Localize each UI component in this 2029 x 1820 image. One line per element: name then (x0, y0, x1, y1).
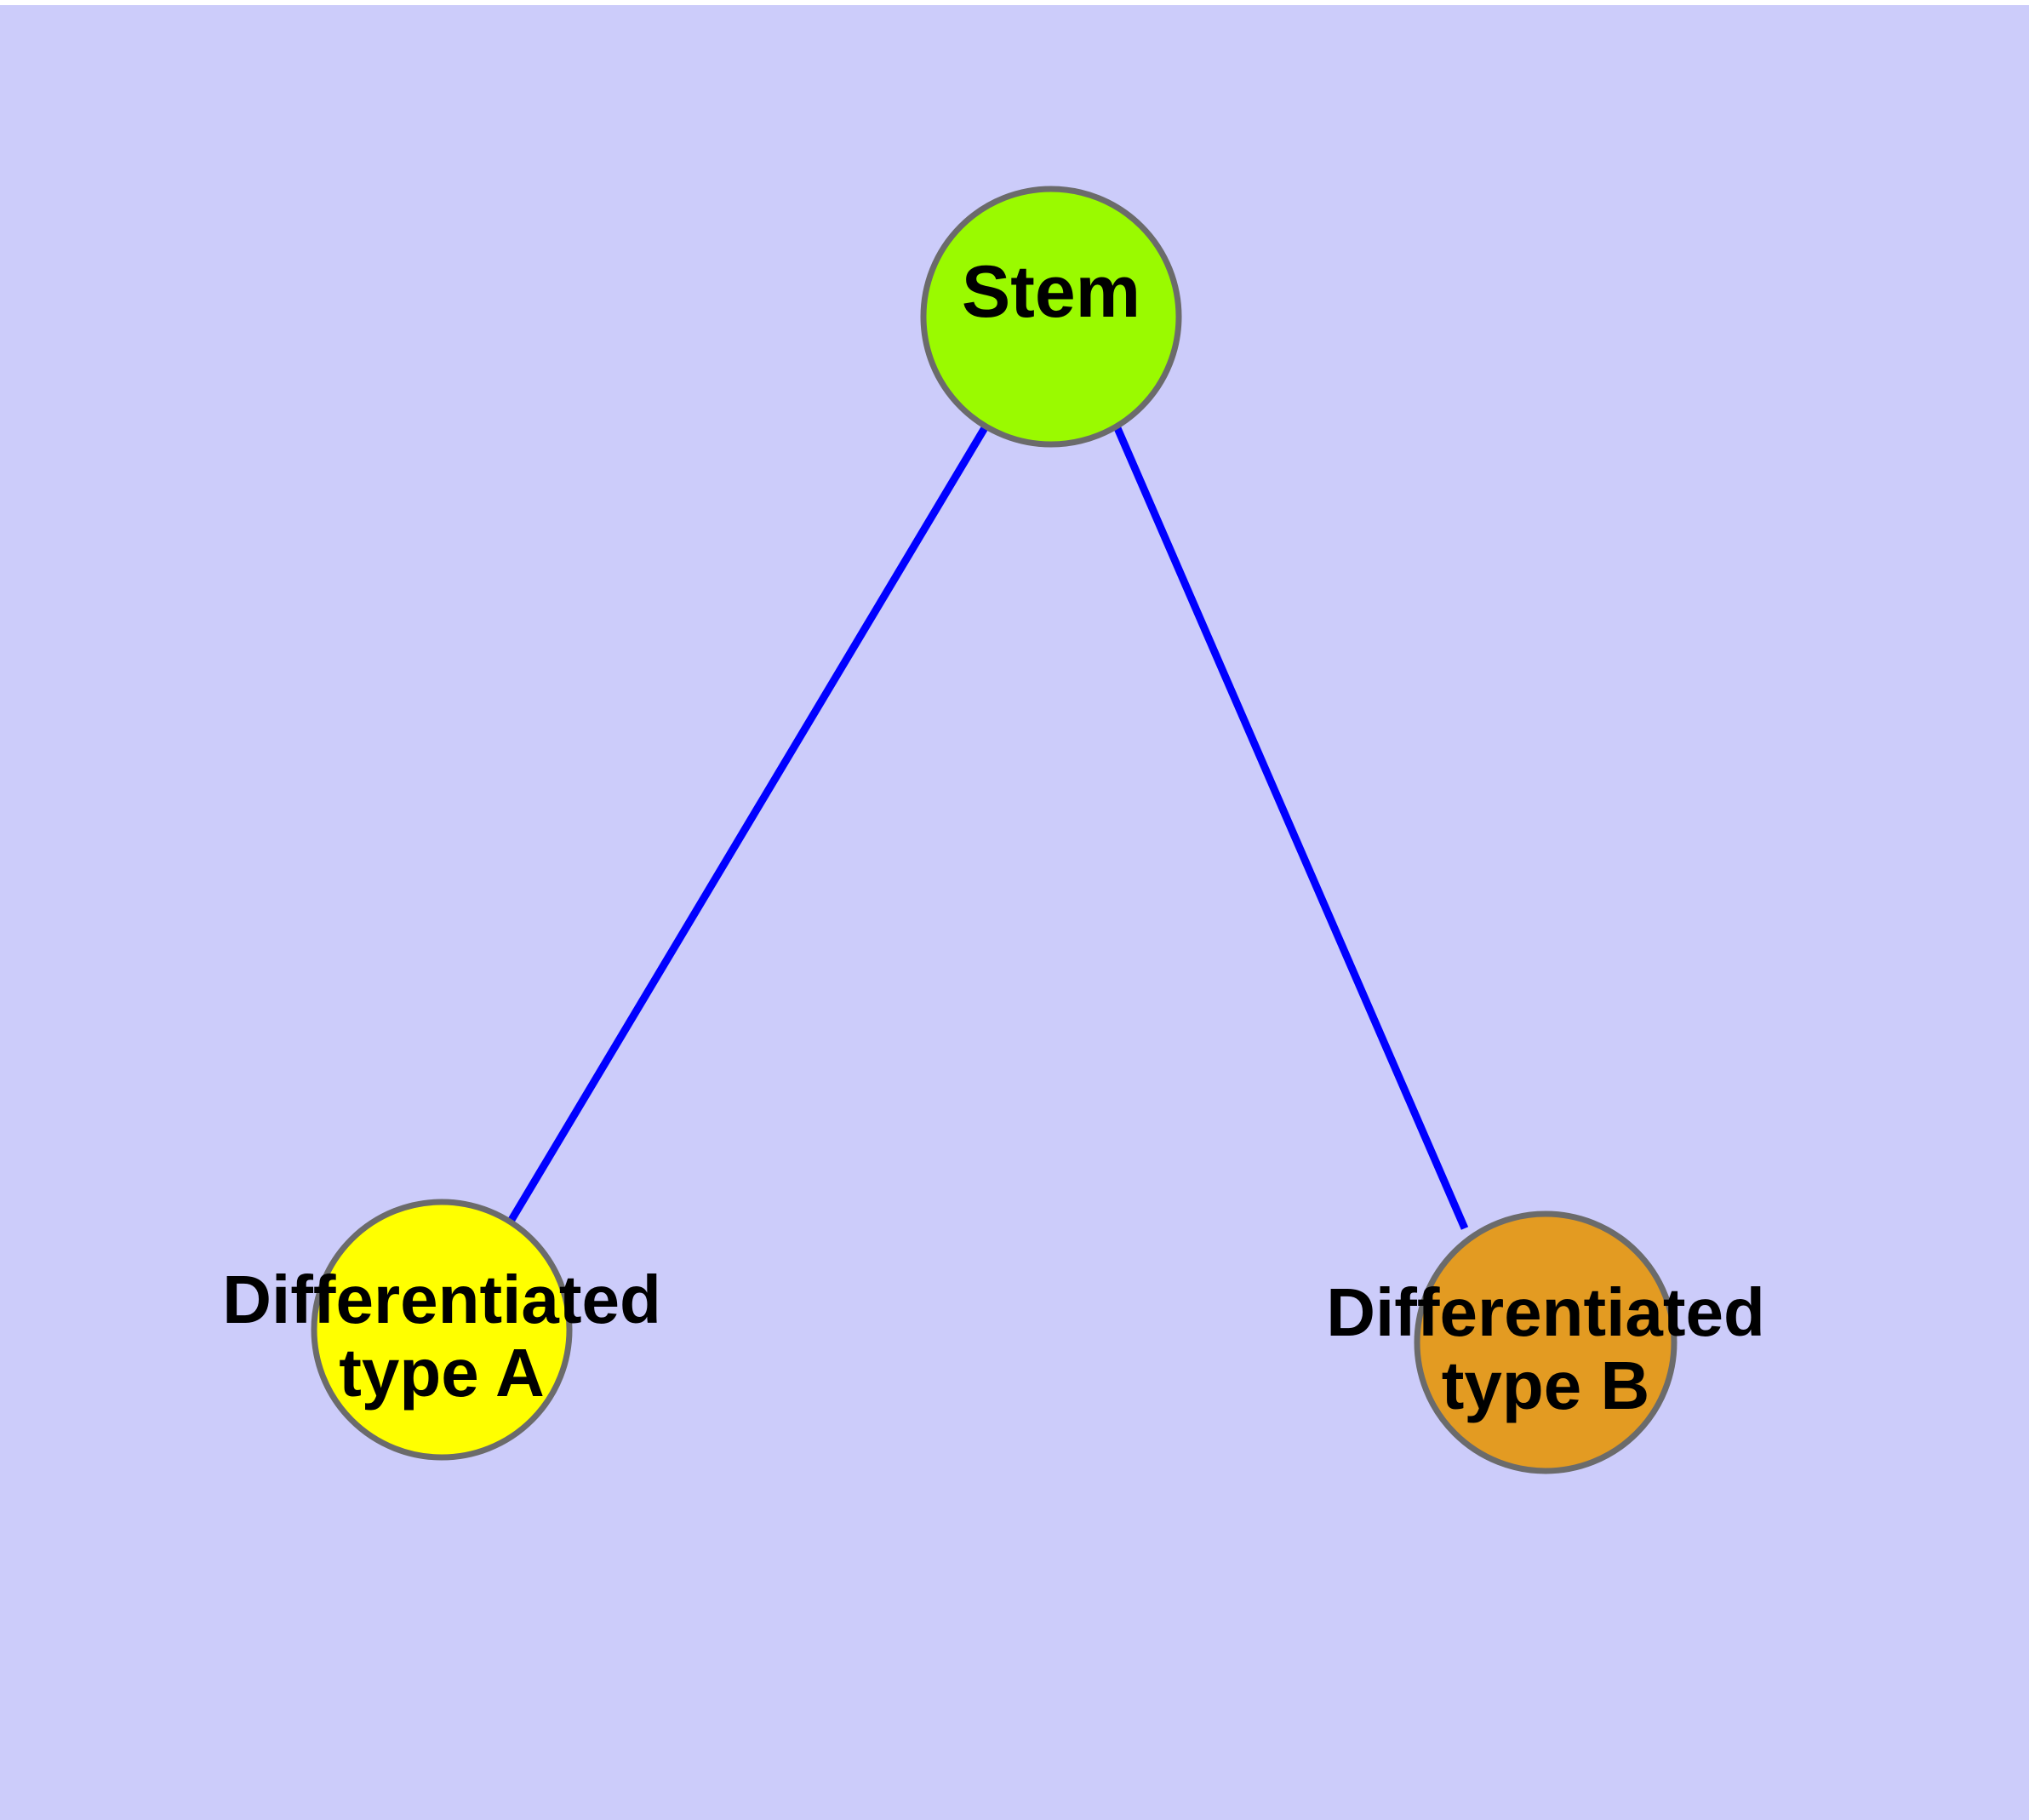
node-circle-differentiated-type-b[interactable] (1414, 1210, 1677, 1474)
edge-layer (508, 424, 1469, 1230)
edge-stem-to-differentiated-type-b (1113, 426, 1469, 1230)
node-circle-differentiated-type-a[interactable] (311, 1199, 573, 1461)
edge-stem-to-differentiated-type-a (508, 424, 989, 1222)
node-layer (311, 186, 1677, 1474)
node-circle-stem[interactable] (920, 186, 1182, 448)
